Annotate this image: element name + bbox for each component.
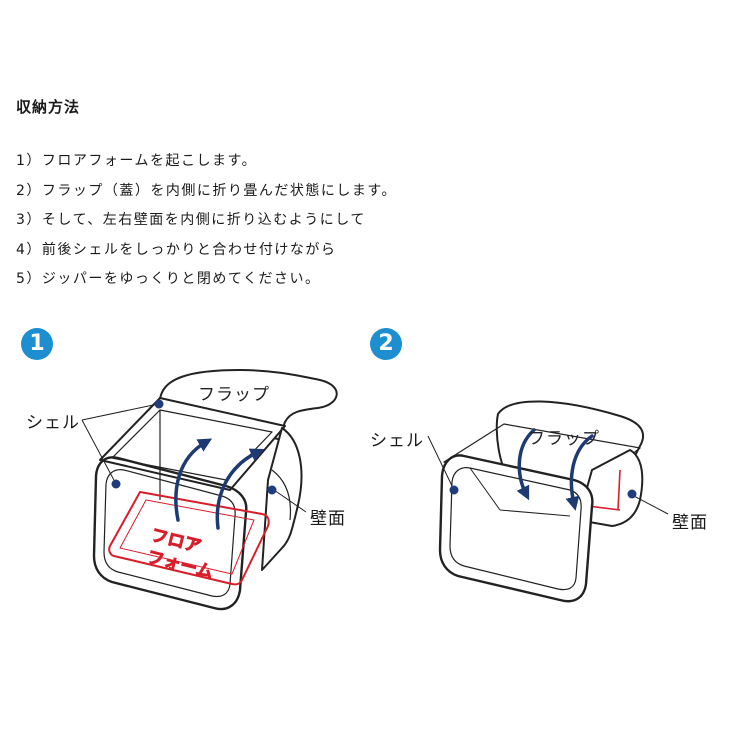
figure-1-number-badge: 1 xyxy=(21,328,53,360)
figure-1-front-shell xyxy=(92,456,248,611)
figure-1-up-arrow-right xyxy=(215,448,265,530)
step-4: 4）前後シェルをしっかりと合わせ付けながら xyxy=(16,241,337,258)
figure-2-number-badge: 2 xyxy=(370,328,402,360)
section-title: 収納方法 xyxy=(16,98,81,116)
instruction-list: 1）フロアフォームを起こします。 2）フラップ（蓋）を内側に折り畳んだ状態にしま… xyxy=(16,150,397,298)
step-3: 3）そして、左右壁面を内側に折り込むようにして xyxy=(16,212,366,228)
step-2: 2）フラップ（蓋）を内側に折り畳んだ状態にします。 xyxy=(16,182,398,199)
step-1: 1）フロアフォームを起こします。 xyxy=(16,153,258,169)
figure-2-folded-box xyxy=(427,400,669,603)
figure-1-wall-label: 壁面 xyxy=(310,509,346,529)
step-5: 5）ジッパーをゆっくりと閉めてください。 xyxy=(16,271,321,287)
figure-1-up-arrow-left xyxy=(174,438,213,522)
figure-1-floor-foam xyxy=(108,491,270,586)
figure-1-shell-label: シェル xyxy=(26,413,80,433)
figure-1-floor-label-line2: フォーム xyxy=(145,547,215,583)
figure-2-shell-label: シェル xyxy=(370,431,424,451)
figure-2-flap-label: フラップ xyxy=(528,429,600,449)
figure-2-down-arrow-right xyxy=(565,434,594,511)
storage-illustration: フロア フォーム フラップ フラップ xyxy=(81,369,669,611)
figure-1-flap-label: フラップ xyxy=(198,385,270,405)
figure-2-down-arrow-left xyxy=(516,428,536,501)
figure-2-wall-label: 壁面 xyxy=(672,513,708,533)
figure-1-right-wall xyxy=(261,427,303,571)
